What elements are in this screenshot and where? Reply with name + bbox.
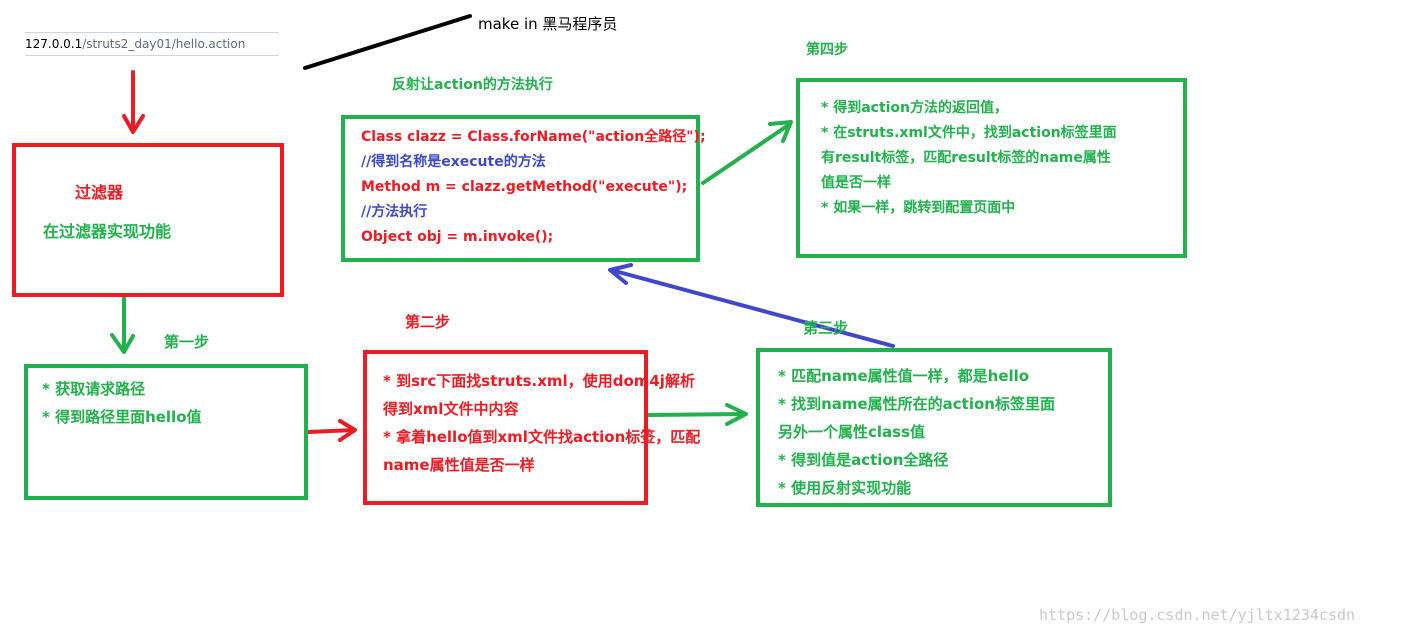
code-comment-line: //得到名称是execute的方法	[361, 154, 546, 170]
step1-line: * 得到路径里面hello值	[42, 408, 202, 426]
url-bar: 127.0.0.1/struts2_day01/hello.action	[25, 30, 279, 58]
arrow-filter-to-step1	[110, 296, 135, 354]
step3-line: * 使用反射实现功能	[778, 479, 912, 497]
step4-line: * 如果一样，跳转到配置页面中	[821, 200, 1016, 216]
step3-line: 另外一个属性class值	[778, 423, 926, 441]
arrow-url-to-filter	[122, 70, 145, 134]
black-stroke	[303, 14, 472, 70]
step3-line: * 得到值是action全路径	[778, 451, 949, 469]
url-path: /struts2_day01/hello.action	[82, 37, 246, 51]
step2-line: 得到xml文件中内容	[383, 400, 519, 418]
arrow-step3-to-reflection	[608, 263, 895, 348]
step2-label: 第二步	[405, 313, 451, 331]
step1-line: * 获取请求路径	[42, 380, 146, 398]
watermark: https://blog.csdn.net/yjltx1234csdn	[1039, 606, 1356, 624]
url-text: 127.0.0.1/struts2_day01/hello.action	[25, 37, 245, 51]
reflection-caption: 反射让action的方法执行	[392, 77, 553, 93]
step1-label: 第一步	[164, 333, 210, 351]
code-comment-line: //方法执行	[361, 204, 428, 220]
url-bar-top-rule	[25, 32, 279, 33]
step4-line: 值是否一样	[821, 175, 891, 191]
step4-line: 有result标签，匹配result标签的name属性	[821, 150, 1111, 166]
arrow-reflection-to-step4	[701, 120, 793, 185]
step1-lines: * 获取请求路径 * 得到路径里面hello值	[42, 375, 202, 431]
make-label: make in 黑马程序员	[478, 15, 618, 33]
step2-line: * 拿着hello值到xml文件找action标签，匹配	[383, 428, 701, 446]
arrow-step1-to-step2	[307, 419, 357, 442]
code-line: Object obj = m.invoke();	[361, 229, 554, 245]
reflection-box	[341, 115, 700, 262]
step3-lines: * 匹配name属性值一样，都是hello * 找到name属性所在的actio…	[778, 362, 1055, 502]
step2-line: * 到src下面找struts.xml，使用dom4j解析	[383, 372, 695, 390]
filter-title: 过滤器	[75, 183, 124, 202]
step4-box	[796, 78, 1187, 258]
step3-line: * 找到name属性所在的action标签里面	[778, 395, 1055, 413]
step2-box	[363, 350, 648, 505]
step4-label: 第四步	[806, 42, 848, 58]
step4-line: * 得到action方法的返回值，	[821, 100, 1009, 116]
url-bar-bottom-rule	[25, 55, 279, 56]
step1-box	[24, 364, 308, 500]
step4-line: * 在struts.xml文件中，找到action标签里面	[821, 125, 1117, 141]
url-host: 127.0.0.1	[25, 37, 83, 51]
code-line: Method m = clazz.getMethod("execute");	[361, 179, 688, 195]
reflection-code: Class clazz = Class.forName("action全路径")…	[361, 125, 706, 250]
filter-subtitle: 在过滤器实现功能	[43, 222, 172, 241]
step2-lines: * 到src下面找struts.xml，使用dom4j解析 得到xml文件中内容…	[383, 367, 700, 479]
step2-line: name属性值是否一样	[383, 456, 535, 474]
filter-box	[12, 143, 284, 297]
code-line: Class clazz = Class.forName("action全路径")…	[361, 129, 706, 145]
step4-lines: * 得到action方法的返回值， * 在struts.xml文件中，找到act…	[821, 96, 1117, 221]
step3-line: * 匹配name属性值一样，都是hello	[778, 367, 1030, 385]
arrow-step2-to-step3	[646, 403, 748, 426]
step3-box	[756, 348, 1112, 507]
step3-label: 第三步	[803, 319, 849, 337]
